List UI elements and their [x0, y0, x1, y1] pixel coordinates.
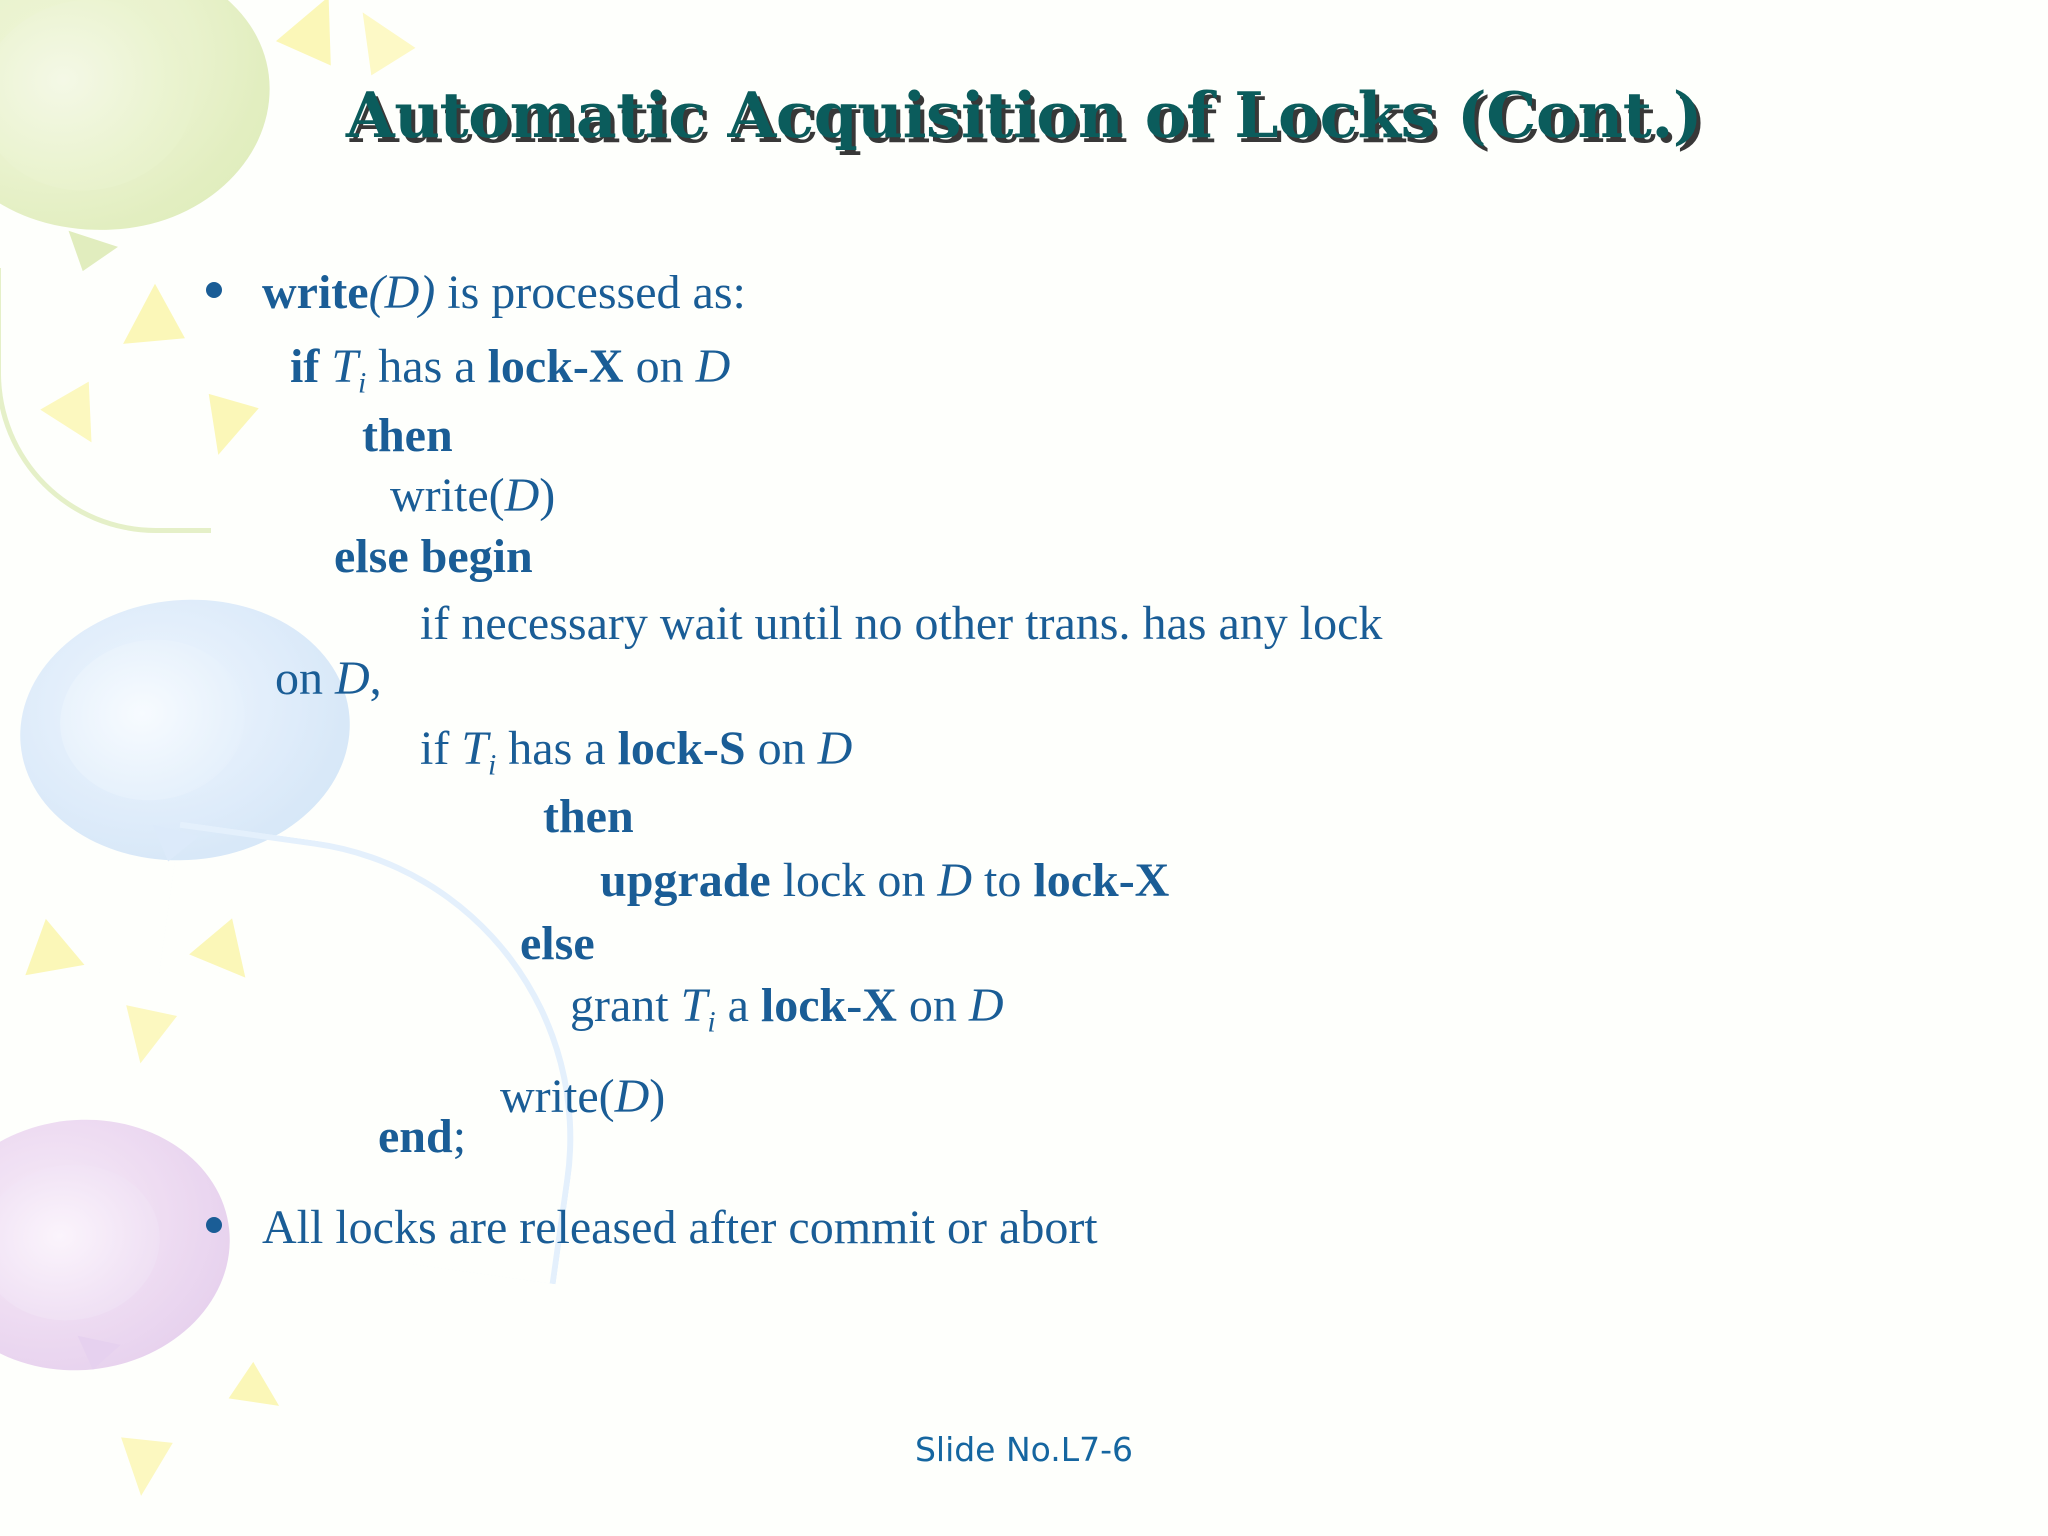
data-item-symbol: D: [937, 854, 973, 907]
code-line-end: end;: [378, 1110, 467, 1163]
data-item-symbol: D: [817, 722, 853, 775]
code-line-if-lock-s: if Ti has a lock-S on D: [420, 722, 853, 782]
code-line-else-begin: else begin: [334, 530, 533, 583]
txn-symbol: T: [331, 340, 359, 393]
code-line-write-1: write(D): [390, 469, 556, 522]
txn-subscript: i: [358, 366, 367, 400]
write-call-close: ): [539, 469, 556, 522]
keyword-if: if: [420, 722, 450, 775]
if-s-has: has a: [496, 722, 618, 775]
txn-subscript: i: [707, 1005, 716, 1039]
txn-symbol: T: [680, 979, 708, 1032]
grant-label: grant: [570, 979, 681, 1032]
if-s-on: on: [745, 722, 818, 775]
upgrade-to: to: [972, 854, 1034, 907]
bullet-release-text: All locks are released after commit or a…: [262, 1201, 1098, 1254]
slide-number-footer: Slide No.L7-6: [914, 1430, 1134, 1469]
data-item-symbol: D: [614, 1070, 650, 1123]
keyword-write: write: [262, 266, 369, 319]
write-call-open: write(: [500, 1070, 615, 1123]
upgrade-mid: lock on: [770, 854, 938, 907]
bullet-item-write: write(D) is processed as:: [206, 265, 746, 320]
if-x-has: has a: [366, 340, 488, 393]
write-call-close: ): [649, 1070, 666, 1123]
on-label: on: [275, 652, 335, 705]
keyword-lock-x: lock-X: [760, 979, 897, 1032]
write-arg: (D): [368, 266, 436, 319]
keyword-lock-x: lock-X: [487, 340, 624, 393]
keyword-if: if: [290, 340, 320, 393]
grant-a: a: [715, 979, 761, 1032]
bullet-dot-icon: [206, 282, 222, 298]
data-item-symbol: D: [335, 652, 370, 705]
code-line-grant: grant Ti a lock-X on D: [570, 979, 1004, 1039]
bullet-write-text: write(D) is processed as:: [262, 265, 746, 320]
data-item-symbol: D: [968, 979, 1004, 1032]
slide-title-container: Automatic Acquisition of Locks (Cont.): [0, 78, 2048, 152]
keyword-lock-s: lock-S: [617, 722, 746, 775]
if-x-on: on: [623, 340, 696, 393]
keyword-lock-x: lock-X: [1033, 854, 1170, 907]
code-line-else-2: else: [520, 917, 595, 970]
code-line-then-1: then: [362, 409, 453, 462]
code-line-then-2: then: [543, 790, 634, 843]
keyword-upgrade: upgrade: [600, 854, 771, 907]
write-call-open: write(: [390, 469, 505, 522]
txn-symbol: T: [461, 722, 489, 775]
code-line-on-d: on D,: [275, 652, 382, 705]
data-item-symbol: D: [695, 340, 731, 393]
code-line-wait: if necessary wait until no other trans. …: [420, 597, 1383, 650]
grant-on: on: [896, 979, 969, 1032]
comma: ,: [369, 652, 382, 705]
bullet-item-release: All locks are released after commit or a…: [206, 1200, 1098, 1255]
code-line-if-lock-x: if Ti has a lock-X on D: [290, 340, 731, 400]
keyword-end: end: [378, 1110, 453, 1163]
code-line-upgrade: upgrade lock on D to lock-X: [600, 854, 1170, 907]
write-rest: is processed as:: [435, 266, 746, 319]
page-title: Automatic Acquisition of Locks (Cont.): [345, 78, 1703, 152]
bullet-dot-icon: [206, 1217, 222, 1233]
code-line-write-2: write(D): [500, 1070, 666, 1123]
txn-subscript: i: [488, 748, 497, 782]
data-item-symbol: D: [504, 469, 540, 522]
semicolon: ;: [452, 1110, 467, 1163]
